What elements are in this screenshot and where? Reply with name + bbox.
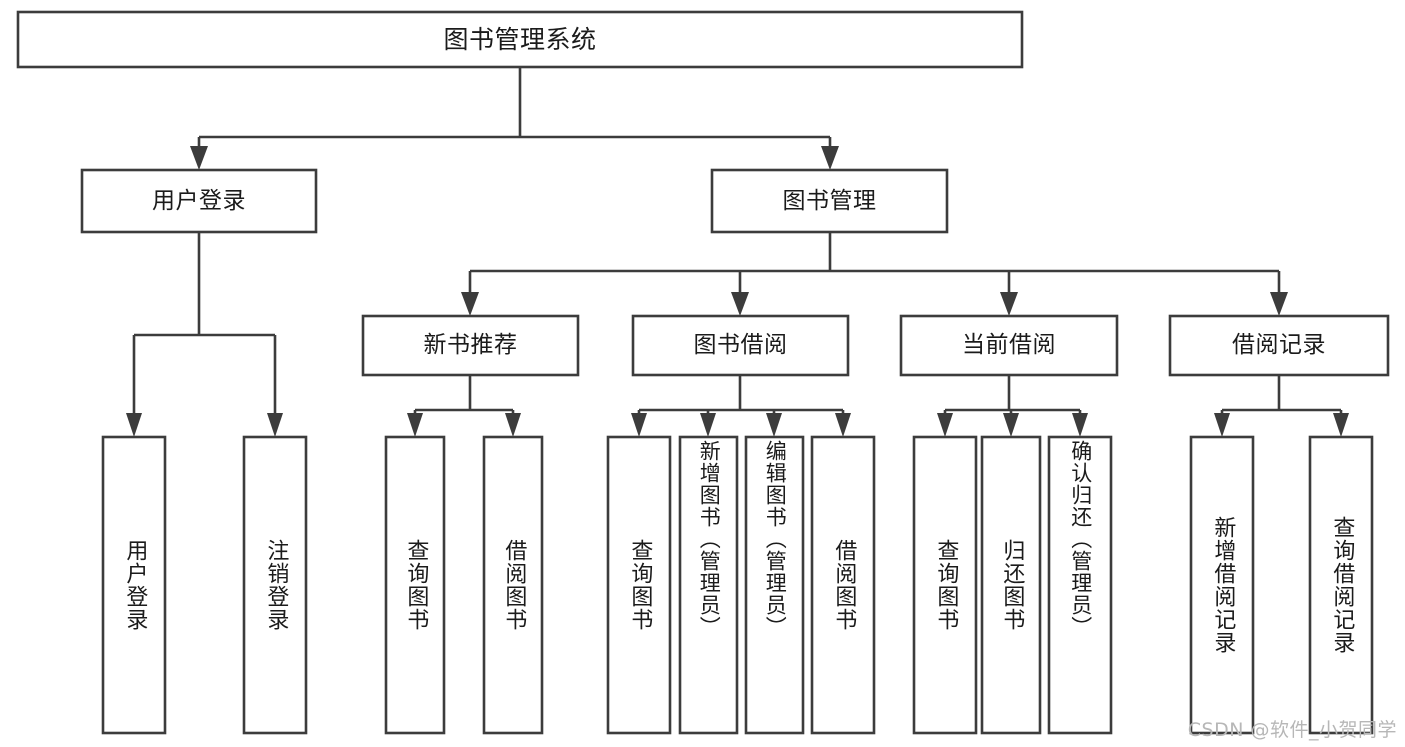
node-box-leaf-user-login[interactable] <box>101 435 167 735</box>
node-box-leaf-user-logout[interactable] <box>242 435 308 735</box>
node-box-user-login[interactable] <box>80 168 318 234</box>
node-box-leaf-confirm-return[interactable] <box>1047 435 1113 735</box>
node-box-root[interactable] <box>16 10 1024 69</box>
connector-new-book-recommend-to-leaves <box>407 375 521 437</box>
node-box-leaf-query-book-3[interactable] <box>912 435 978 735</box>
node-box-borrow-record[interactable] <box>1168 314 1390 377</box>
node-box-new-book-recommend[interactable] <box>361 314 580 377</box>
node-box-leaf-return-book[interactable] <box>980 435 1042 735</box>
node-box-book-borrow[interactable] <box>631 314 850 377</box>
connector-book-borrow-to-leaves <box>631 375 851 437</box>
connector-current-borrow-to-leaves <box>937 375 1088 437</box>
node-box-leaf-edit-book[interactable] <box>744 435 805 735</box>
node-box-book-manage[interactable] <box>710 168 949 234</box>
connector-borrow-record-to-leaves <box>1214 375 1349 437</box>
node-box-leaf-borrow-book-1[interactable] <box>482 435 544 735</box>
node-box-current-borrow[interactable] <box>899 314 1119 377</box>
node-box-leaf-borrow-book-2[interactable] <box>810 435 876 735</box>
connector-user-login-to-leaves <box>126 232 283 437</box>
node-box-leaf-query-book-1[interactable] <box>384 435 446 735</box>
connector-book-manage-to-level3 <box>461 232 1288 316</box>
connector-root-to-level2 <box>190 67 839 170</box>
node-box-leaf-add-record[interactable] <box>1189 435 1255 735</box>
node-box-leaf-add-book[interactable] <box>678 435 739 735</box>
node-box-leaf-query-book-2[interactable] <box>606 435 672 735</box>
node-box-leaf-query-record[interactable] <box>1308 435 1374 735</box>
